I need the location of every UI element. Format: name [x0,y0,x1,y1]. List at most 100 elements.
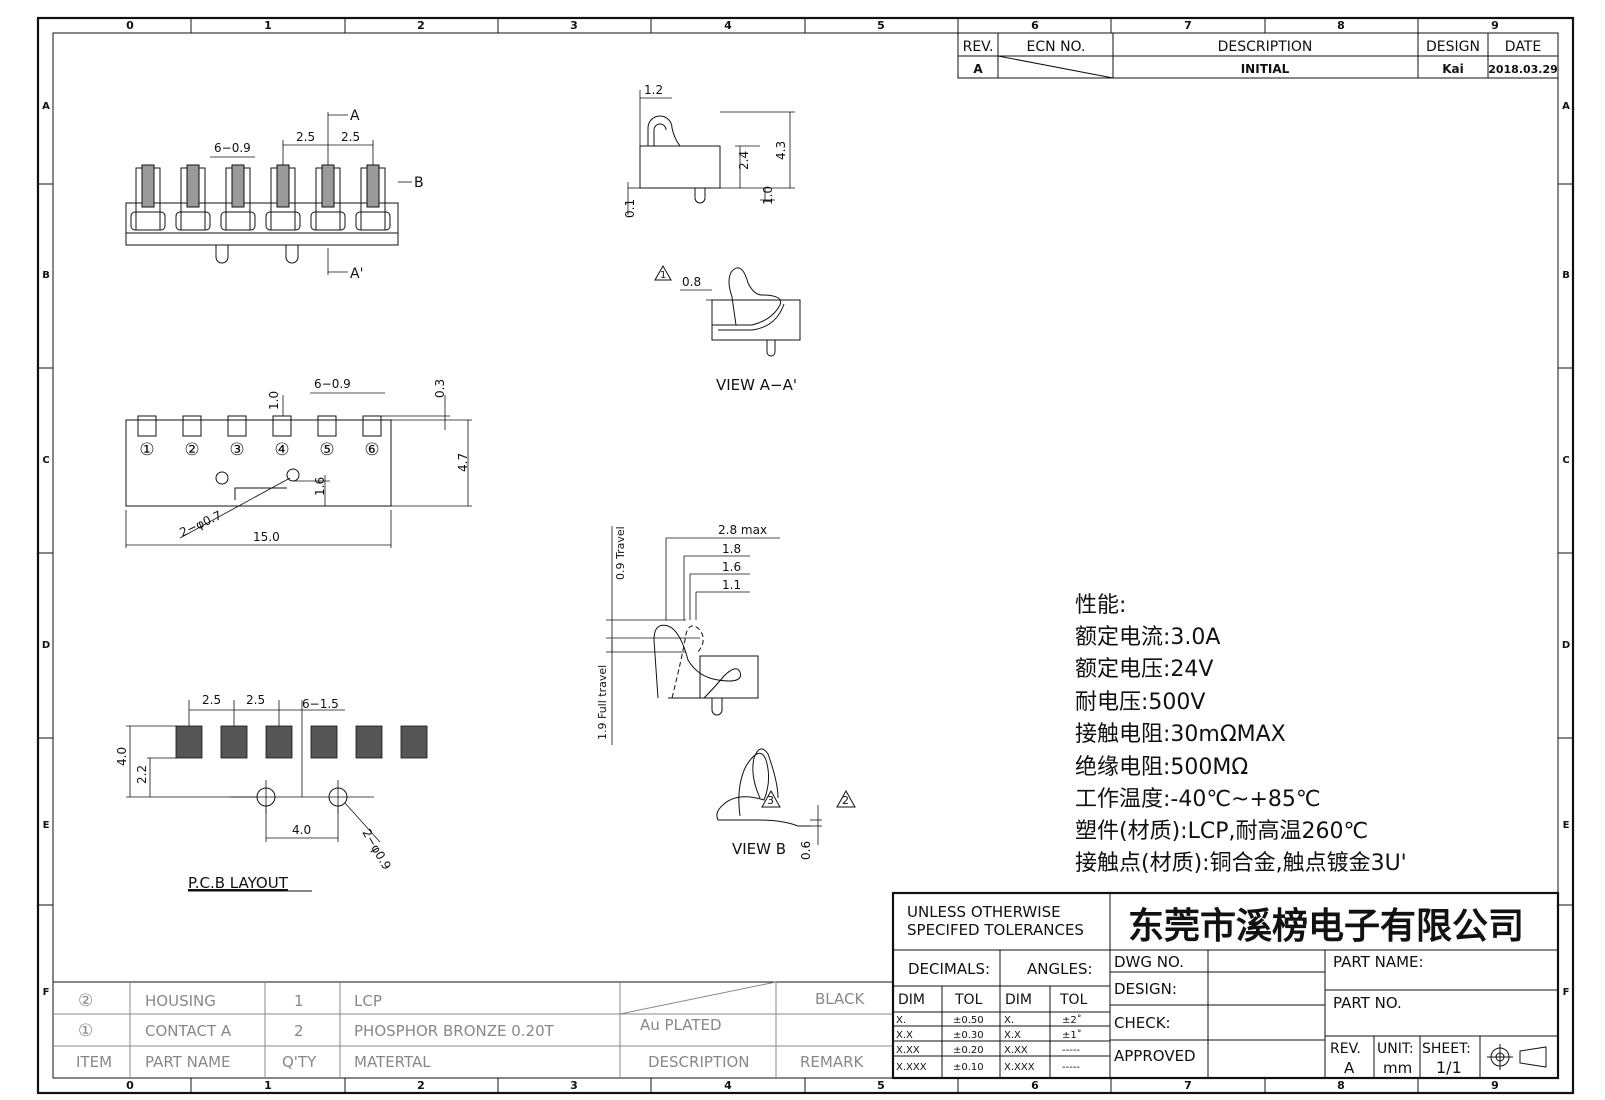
decimal-row-4-dim: X.XXX [896,1062,927,1073]
col-label-bottom-0: 0 [126,1079,134,1092]
col-label-bottom-5: 5 [877,1079,885,1092]
pin-number-3: ③ [229,440,244,460]
travel-view: 2.8 max 1.8 1.6 1.1 0.9 Travel 1.9 Full … [596,523,780,745]
bom-row-1-name: CONTACT A [145,1022,232,1040]
decimal-row-3-dim: X.XX [896,1045,920,1056]
pcb-dim-p2: 2.5 [246,693,265,707]
row-label-left-F: F [43,987,50,998]
col-label-bottom-3: 3 [570,1079,578,1092]
pcb-dim-hole: 2−φ0.9 [359,827,393,873]
col-label-top-5: 5 [877,19,885,32]
angle-row-2-dim: X.X [1004,1030,1021,1041]
col-label-top-8: 8 [1337,19,1345,32]
decimal-row-4-tol: ±0.10 [953,1062,984,1073]
bom-row-1-material: PHOSPHOR BRONZE 0.20T [354,1022,555,1040]
row-label-right-B: B [1562,270,1570,281]
bottom-view: ① ② ③ ④ ⑤ ⑥ 6−0.9 0.3 1.0 4.7 1.6 2−φ0.7… [125,377,472,548]
angle-row-2-tol: ±1˚ [1062,1029,1082,1041]
sheet-label: SHEET: [1422,1041,1471,1057]
angle-row-1-dim: X. [1004,1015,1014,1026]
rev-design: Kai [1442,62,1464,76]
bottom-view-dim-hole: 2−φ0.7 [177,508,223,540]
title-block: UNLESS OTHERWISE SPECIFED TOLERANCES 东莞市… [891,891,1560,1080]
bom-header-item: ITEM [76,1053,112,1071]
travel-dim-travel: 0.9 Travel [614,526,627,580]
bom-table: ② HOUSING 1 LCP BLACK ① CONTACT A 2 PHOS… [52,981,894,1079]
angle-row-3-dim: X.XX [1004,1045,1028,1056]
side-view: 1.2 2.4 4.3 1.0 0.1 [623,83,795,218]
spec-line-8: 接触点(材质):铜合金,触点镀金3U' [1075,851,1407,876]
tol-header-angle: TOL [1059,992,1088,1008]
revision-block: REV. ECN NO. DESCRIPTION DESIGN DATE A I… [957,32,1559,79]
bottom-view-dim-length: 15.0 [253,530,280,544]
col-label-top-2: 2 [417,19,425,32]
section-rev-flag: 1 [660,270,666,281]
bom-row-1-qty: 2 [294,1022,304,1040]
decimal-row-1-tol: ±0.50 [953,1015,984,1026]
bottom-view-dim-boss: 1.6 [313,477,327,496]
rev-flag-1-triangle [654,264,672,281]
section-view-dim: 0.8 [682,275,701,289]
company-name: 东莞市溪榜电子有限公司 [1128,906,1524,947]
rev-flag-2-triangle [836,789,856,808]
pcb-layout: 2.5 2.5 6−1.5 4.0 2.2 4.0 2−φ0.9 P.C.B L… [115,693,428,892]
rev-value: A [973,62,983,76]
angle-row-4-tol: ----- [1062,1062,1080,1073]
row-label-left-C: C [42,455,49,466]
rev-value-title: A [1344,1059,1355,1077]
row-label-left-A: A [42,101,50,112]
rev-flag-3-triangle [761,789,781,808]
pcb-dim-h: 4.0 [115,747,129,766]
bom-header-description: DESCRIPTION [648,1053,750,1071]
top-view-dim-width: 6−0.9 [214,141,251,155]
col-label-top-1: 1 [264,19,272,32]
bom-row-1-description: Au PLATED [640,1016,722,1034]
rev-header-ecn: ECN NO. [1027,39,1086,55]
dwg-no-label: DWG NO. [1114,953,1184,971]
bottom-view-dim-tip: 0.3 [433,379,447,398]
bom-row-2-qty: 1 [294,992,304,1010]
col-label-top-4: 4 [724,19,732,32]
col-label-bottom-4: 4 [724,1079,732,1092]
travel-dim-1: 1.8 [722,542,741,556]
side-view-dim-4: 1.0 [761,186,775,205]
col-label-top-0: 0 [126,19,134,32]
col-label-top-6: 6 [1031,19,1039,32]
unit-value: mm [1383,1059,1412,1077]
spec-line-7: 塑件(材质):LCP,耐高温260℃ [1075,819,1368,844]
tolerance-note-2: SPECIFED TOLERANCES [907,921,1084,939]
unit-label: UNIT: [1377,1041,1414,1057]
bom-row-1-item: ① [78,1021,93,1041]
pcb-dim-p1: 2.5 [202,693,221,707]
view-b-flag3: 3 [767,794,774,807]
angle-row-1-tol: ±2˚ [1062,1014,1082,1026]
bom-row-2-material: LCP [354,992,382,1010]
part-name-label: PART NAME: [1333,953,1424,971]
bom-row-2-remark: BLACK [815,990,865,1008]
pin-number-1: ① [139,440,154,460]
spec-line-4: 接触电阻:30mΩMAX [1075,722,1286,747]
travel-dim-3: 1.1 [722,578,741,592]
rev-header-description: DESCRIPTION [1218,39,1313,55]
angle-row-3-tol: ----- [1062,1045,1080,1056]
col-label-bottom-9: 9 [1491,1079,1499,1092]
col-label-bottom-7: 7 [1184,1079,1192,1092]
bom-row-2-item: ② [78,991,93,1011]
col-label-bottom-1: 1 [264,1079,272,1092]
specs-block: 性能: 额定电流:3.0A 额定电压:24V 耐电压:500V 接触电阻:30m… [1075,593,1407,876]
bom-header-material: MATERTAL [354,1053,431,1071]
row-label-left-D: D [42,640,50,651]
top-view: A A' B 2.5 2.5 6−0.9 [125,108,424,282]
travel-dim-full: 1.9 Full travel [596,665,609,740]
pin-number-4: ④ [274,440,289,460]
check-label: CHECK: [1114,1014,1171,1032]
spec-line-1: 额定电流:3.0A [1075,625,1220,650]
top-view-mark-a-prime: A' [350,266,363,282]
side-view-dim-5: 0.1 [623,199,637,218]
view-b-dim: 0.6 [799,841,813,860]
decimal-row-2-dim: X.X [896,1030,913,1041]
bom-header-remark: REMARK [800,1053,865,1071]
part-no-label: PART NO. [1333,994,1402,1012]
bom-row-2-name: HOUSING [145,992,216,1010]
